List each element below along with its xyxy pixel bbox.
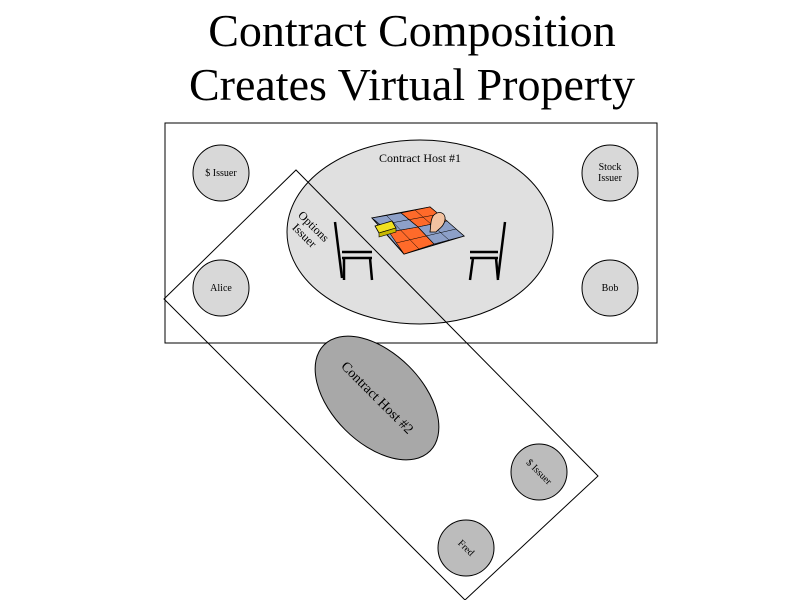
stock-issuer-label-1: Stock xyxy=(599,162,622,173)
alice-circle xyxy=(192,259,250,317)
alice-label: Alice xyxy=(210,283,232,294)
host2-ellipse xyxy=(314,335,440,461)
left-chair-icon xyxy=(333,221,374,281)
bob-circle xyxy=(581,259,639,317)
bob-label: Bob xyxy=(602,283,619,294)
fred-circle xyxy=(437,519,495,577)
host2-region xyxy=(163,169,599,600)
dollar-issuer-label: $ Issuer xyxy=(205,168,237,179)
host2-group: Contract Host #2 xyxy=(314,335,440,461)
right-chair-icon xyxy=(468,221,507,281)
stock-issuer-circle xyxy=(581,144,639,202)
stock-issuer-label-2: Issuer xyxy=(598,173,623,184)
title-line-1: Contract Composition xyxy=(208,5,616,56)
dollar-issuer-2-circle xyxy=(510,443,568,501)
fred-group: Fred xyxy=(437,519,495,577)
host1-label: Contract Host #1 xyxy=(379,151,461,165)
dollar-issuer-circle xyxy=(192,144,250,202)
title-line-2: Creates Virtual Property xyxy=(189,59,635,110)
dollar-issuer-2-group: $ Issuer xyxy=(510,443,568,501)
game-board-icon xyxy=(371,206,466,255)
